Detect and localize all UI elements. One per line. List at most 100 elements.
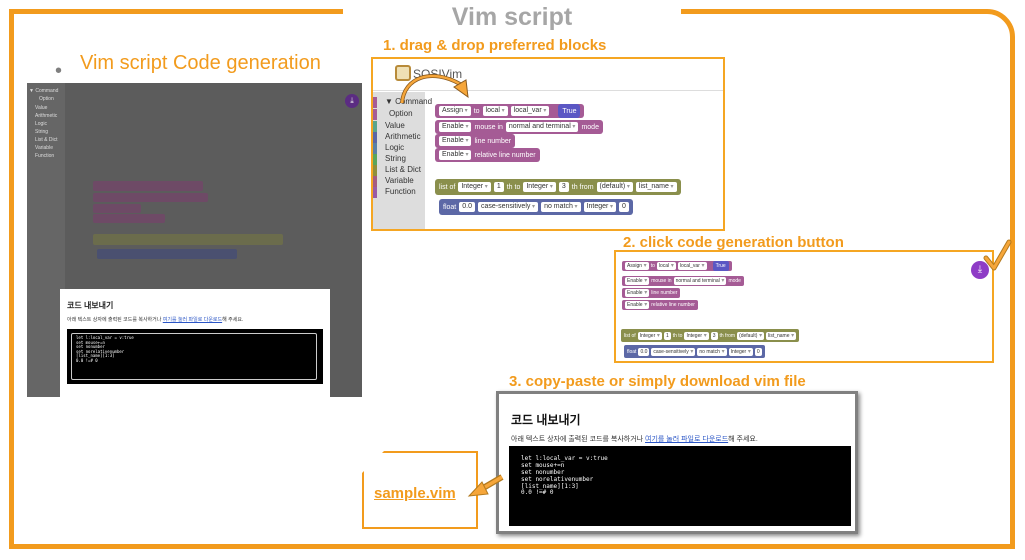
overview-toolbox: ▼ Command Option Value Arithmetic Logic … [27,83,65,397]
enable-dropdown[interactable]: Enable [439,122,472,132]
overview-dialog-title: 코드 내보내기 [67,301,114,310]
slide-subtitle: Vim script Code generation [80,52,321,74]
number-field[interactable]: 0 [619,202,629,212]
note-folded-corner [362,451,384,473]
category-color-bar [373,109,377,120]
drag-arrow-fill [400,74,461,104]
code-generation-download-icon[interactable]: ⤓ [971,261,989,279]
download-arrow-head [467,481,489,497]
relative-line-number-block[interactable]: Enablerelative line number [435,148,540,162]
app-logo-icon [395,65,411,81]
number-field[interactable]: 3 [558,182,569,192]
overview-download-link[interactable]: 여기를 눌러 파일로 다운로드 [162,317,223,323]
overview-dialog-desc: 아래 텍스트 상자에 출력된 코드를 복사하거나 여기를 눌러 파일로 다운로드… [67,317,244,323]
download-link[interactable]: 여기를 눌러 파일로 다운로드 [645,436,729,443]
bullet-dot: • [55,60,63,82]
source-dropdown[interactable]: (default) [596,182,633,192]
assign-dropdown[interactable]: Assign [439,106,471,116]
toolbox-category-function[interactable]: Function [373,187,416,198]
list-name-dropdown[interactable]: list_name [635,182,677,192]
variable-dropdown[interactable]: local_var [510,106,550,116]
category-color-bar [373,132,377,143]
drag-arrow-head [453,79,469,99]
overview-download-icon: ⤓ [345,94,359,108]
mouse-block[interactable]: Enablemouse in normal and terminalmode [435,120,603,134]
check-mark-icon-fill [984,240,1011,270]
overview-category: Option [39,96,54,102]
match-dropdown[interactable]: no match [541,202,581,212]
toolbox-category-list-dict[interactable]: List & Dict [373,165,421,176]
category-color-bar [373,165,377,176]
category-color-bar [373,121,377,132]
block-toolbox: ▼ Command Option Value Arithmetic Logic … [373,92,432,229]
type-dropdown[interactable]: Integer [583,202,617,212]
code-output-area[interactable]: let l:local_var = v:true set mouse+=n se… [509,446,851,526]
toolbox-category-string[interactable]: String [373,154,406,165]
float-field[interactable]: 0.0 [459,202,475,212]
step-2-label: 2. click code generation button [623,234,844,251]
title-gap [343,0,681,30]
toolbox-category-logic[interactable]: Logic [373,143,404,154]
overview-assign-block [93,181,203,191]
mouse-block[interactable]: Enablemouse in normal and terminalmode [622,276,744,286]
category-color-bar [373,187,377,198]
number-field[interactable]: 1 [493,182,504,192]
overview-category: ▼ Command [29,88,59,94]
export-dialog: 코드 내보내기 아래 텍스트 상자에 출력된 코드를 복사하거나 여기를 눌러 … [496,391,858,534]
overview-line-block [93,204,141,213]
overview-category: String [35,129,49,135]
overview-category: Arithmetic [35,113,58,119]
enable-dropdown[interactable]: Enable [439,136,472,146]
mode-dropdown[interactable]: normal and terminal [505,122,579,132]
overview-category: Logic [35,121,47,127]
true-value-block[interactable]: True [558,104,581,118]
category-color-bar [373,97,377,108]
category-color-bar [373,154,377,165]
line-number-block[interactable]: Enableline number [622,288,681,298]
overview-code-area: let l:local_var = v:true set mouse+=n se… [67,329,323,384]
overview-category: List & Dict [35,137,58,143]
enable-dropdown[interactable]: Enable [439,150,472,160]
overview-code-border [71,333,317,380]
overview-category: Value [35,105,48,111]
type-dropdown[interactable]: Integer [523,182,556,192]
float-compare-block[interactable]: float 0.0 case-sensitively no match Inte… [439,199,633,215]
block-editor-panel: SOSIVim ▼ Command Option Value Arithmeti… [371,57,725,231]
list-slice-block[interactable]: list ofInteger1th toInteger3th from(defa… [621,329,800,342]
relative-line-number-block[interactable]: Enablerelative line number [622,300,698,310]
toolbox-category-option[interactable]: Option [373,109,413,120]
code-generation-panel: Assignto locallocal_var True Enablemouse… [614,250,994,363]
overview-code-text[interactable]: let l:local_var = v:true set mouse+=n se… [76,335,134,363]
export-dialog-desc: 아래 텍스트 상자에 출력된 코드를 복사하거나 여기를 눌러 파일로 다운로드… [511,436,758,443]
overview-category: Variable [35,145,53,151]
case-dropdown[interactable]: case-sensitively [477,202,539,212]
assign-block[interactable]: Assignto locallocal_var True [622,261,732,271]
overview-float-block [97,249,237,259]
toolbox-category-value[interactable]: Value [373,121,405,132]
list-slice-block[interactable]: list of Integer 1th to Integer 3th from … [435,179,681,195]
code-output-text[interactable]: let l:local_var = v:true set mouse+=n se… [521,455,608,497]
overview-category: Function [35,153,55,159]
category-color-bar [373,143,377,154]
overview-rel-block [93,214,165,223]
overview-export-dialog: 코드 내보내기 아래 텍스트 상자에 출력된 코드를 복사하거나 여기를 눌러 … [60,289,330,397]
toolbox-category-variable[interactable]: Variable [373,176,414,187]
slide-title: Vim script [451,3,573,31]
assign-block[interactable]: Assignto local local_var True [435,104,585,118]
toolbox-category-command[interactable]: ▼ Command [373,97,432,108]
step-3-label: 3. copy-paste or simply download vim fil… [509,373,806,390]
category-color-bar [373,176,377,187]
scope-dropdown[interactable]: local [482,106,508,116]
export-dialog-title: 코드 내보내기 [511,413,581,427]
overview-screenshot: ▼ Command Option Value Arithmetic Logic … [27,83,362,397]
toolbox-category-arithmetic[interactable]: Arithmetic [373,132,421,143]
overview-list-block [93,234,283,245]
vim-file-name[interactable]: sample.vim [374,485,456,502]
line-number-block[interactable]: Enableline number [435,134,516,148]
type-dropdown[interactable]: Integer [458,182,491,192]
overview-mouse-block [93,193,208,202]
step-1-label: 1. drag & drop preferred blocks [383,37,607,54]
